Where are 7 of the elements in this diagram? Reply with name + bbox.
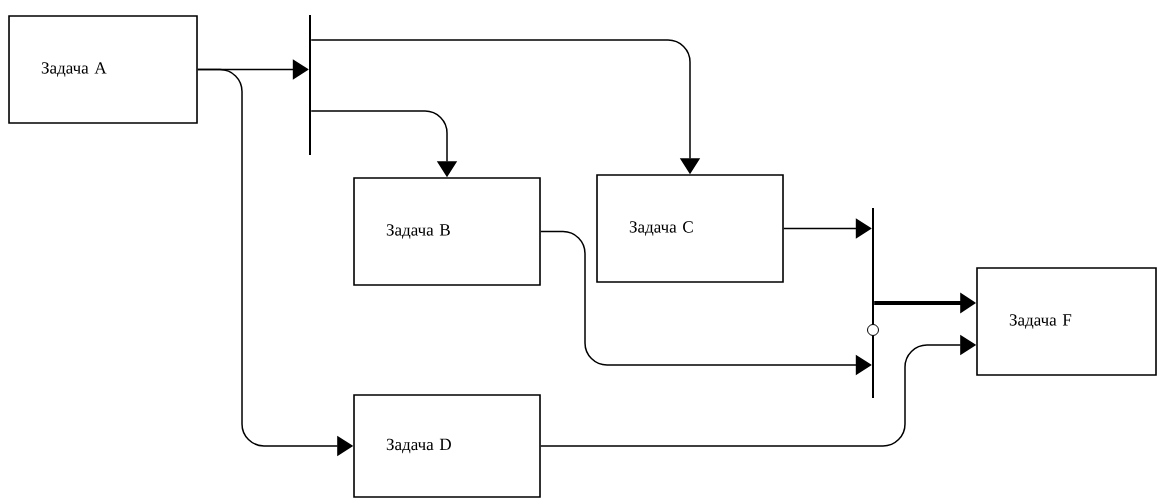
- task-box: Задача A: [8, 15, 198, 124]
- arrow: [783, 218, 872, 239]
- junction-bar: [867, 208, 879, 398]
- task-box: Задача B: [353, 177, 541, 286]
- task-box: Задача F: [976, 267, 1157, 376]
- task-box: Задача D: [353, 394, 541, 498]
- task-box: Задача C: [596, 174, 784, 283]
